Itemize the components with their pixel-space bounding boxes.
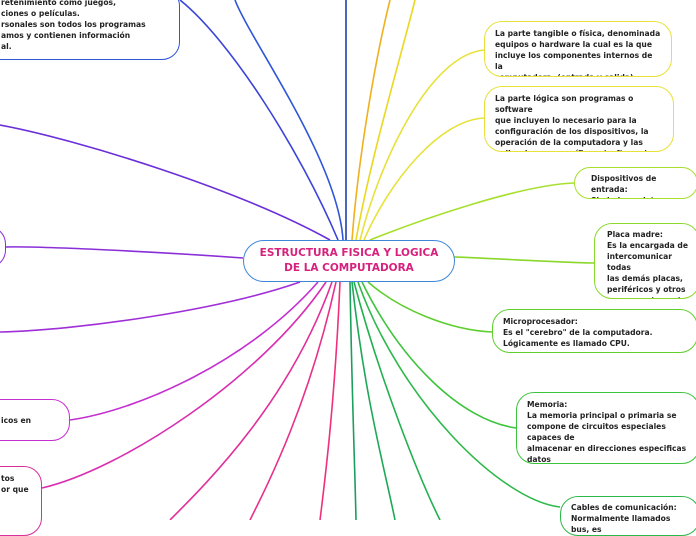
node-microprocesador[interactable]: Microprocesador: Es el "cerebro" de la c… [492,309,696,353]
node-dispositivos[interactable]: Dispositivos de entrada: Simbolos y dato… [574,167,696,199]
branch-line-left-purple-2 [4,246,244,259]
branch-line-memoria [361,281,517,429]
branch-line-hardware [359,49,485,241]
mind-map-canvas [0,0,595,520]
branch-line-green-1 [353,281,441,520]
branch-line-left-magenta-1 [69,281,319,421]
node-placa-madre[interactable]: Placa madre: Es la encargada de intercom… [594,223,696,299]
branch-line-left-purple-3 [0,281,301,333]
branch-line-top-blue [234,0,344,241]
node-hardware[interactable]: La parte tangible o física, denominada e… [484,21,672,77]
branch-line-top-orange [351,0,391,241]
node-top-left[interactable]: retenimiento como juegos, ciones o pelíc… [0,0,180,60]
branch-line-software [363,117,485,241]
branch-line-top-yellow [355,0,416,241]
node-software[interactable]: La parte lógica son programas o software… [484,86,674,152]
branch-line-cables [357,281,561,508]
branch-line-left-pink-2 [249,281,337,520]
branch-line-top-left [179,0,339,241]
central-topic[interactable]: ESTRUCTURA FISICA Y LOGICA DE LA COMPUTA… [243,240,455,282]
branch-line-green-3 [349,281,357,520]
node-memoria[interactable]: Memoria: La memoria principal o primaria… [516,392,696,464]
branch-line-micro [367,281,493,333]
branch-line-left-pink-3 [319,281,341,520]
node-cables[interactable]: Cables de comunicación: Normalmente llam… [560,496,696,536]
branch-line-green-2 [351,281,396,520]
branch-line-dispositivos [369,182,575,241]
branch-line-left-magenta-2 [41,281,327,489]
node-bottom-left[interactable]: tos or que [0,466,42,536]
node-mid-left-2[interactable]: icos en [0,399,70,441]
branch-line-left-pink-1 [169,281,333,520]
branch-line-left-purple-1 [0,124,331,241]
